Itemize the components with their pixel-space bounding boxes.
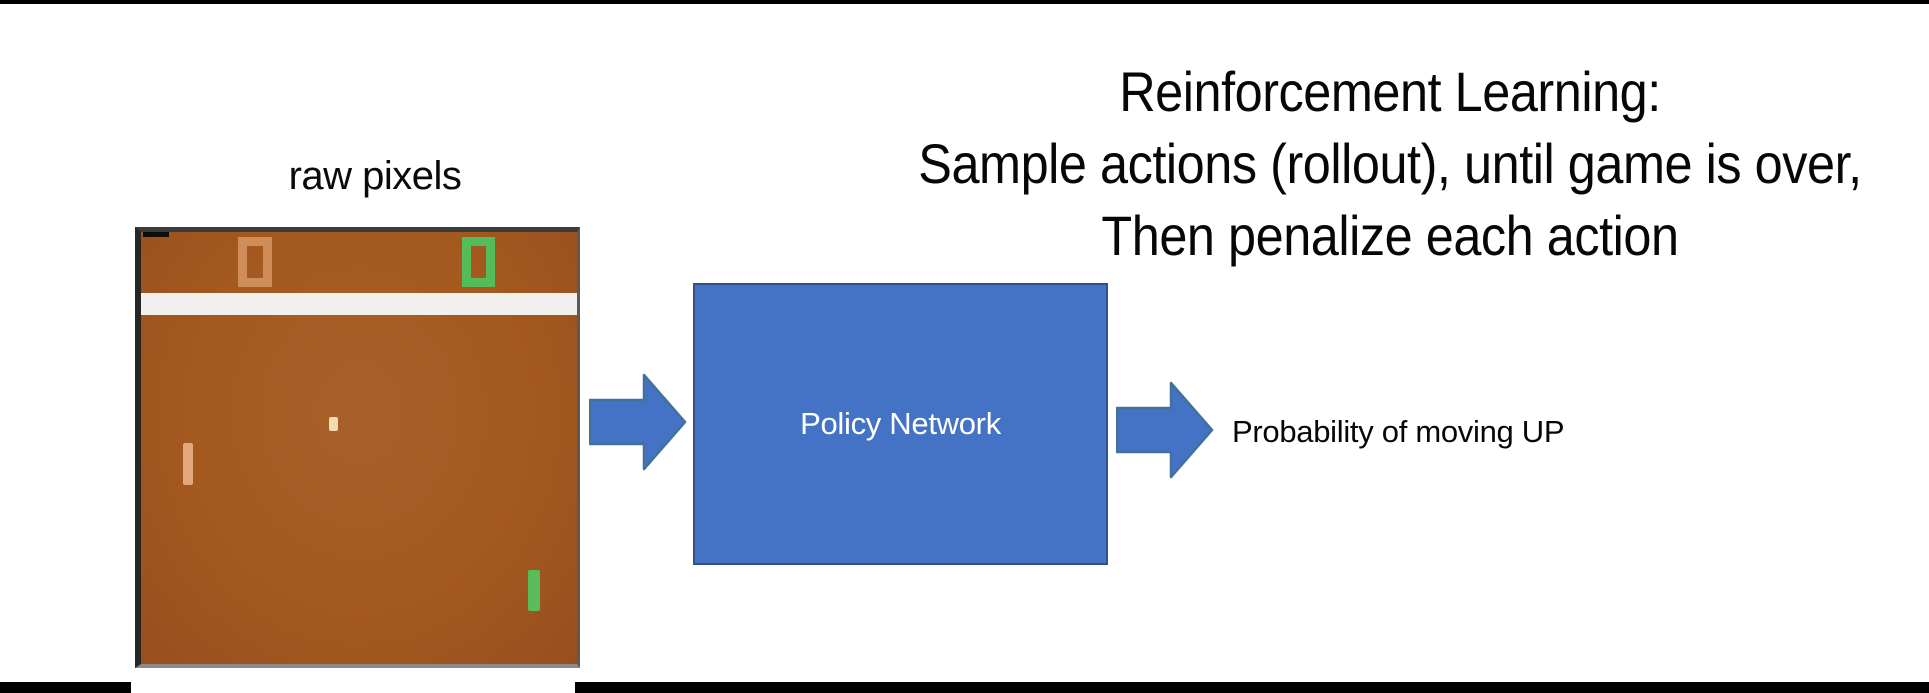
bottom-black-bar-right <box>575 682 1929 693</box>
input-arrow-icon <box>589 373 687 471</box>
slide-title: Reinforcement Learning: Sample actions (… <box>769 56 1929 272</box>
title-line-1: Reinforcement Learning: <box>1119 60 1661 123</box>
pong-right-score-digit <box>462 237 495 287</box>
title-line-2: Sample actions (rollout), until game is … <box>918 132 1862 195</box>
pong-top-tick <box>143 232 169 237</box>
probability-label: Probability of moving UP <box>1232 414 1565 449</box>
title-line-3: Then penalize each action <box>1101 204 1679 267</box>
pong-left-score-digit <box>238 237 272 287</box>
pong-screenshot <box>135 227 580 668</box>
top-black-bar <box>0 0 1929 4</box>
pong-ball <box>329 417 338 431</box>
pong-white-band <box>141 293 577 315</box>
output-arrow-icon <box>1116 381 1214 479</box>
raw-pixels-label: raw pixels <box>288 154 462 198</box>
policy-network-box: Policy Network <box>693 283 1108 565</box>
policy-network-label: Policy Network <box>800 406 1001 441</box>
bottom-black-bar-left <box>0 682 131 693</box>
pong-left-paddle <box>183 443 193 485</box>
pong-right-paddle <box>528 570 540 611</box>
